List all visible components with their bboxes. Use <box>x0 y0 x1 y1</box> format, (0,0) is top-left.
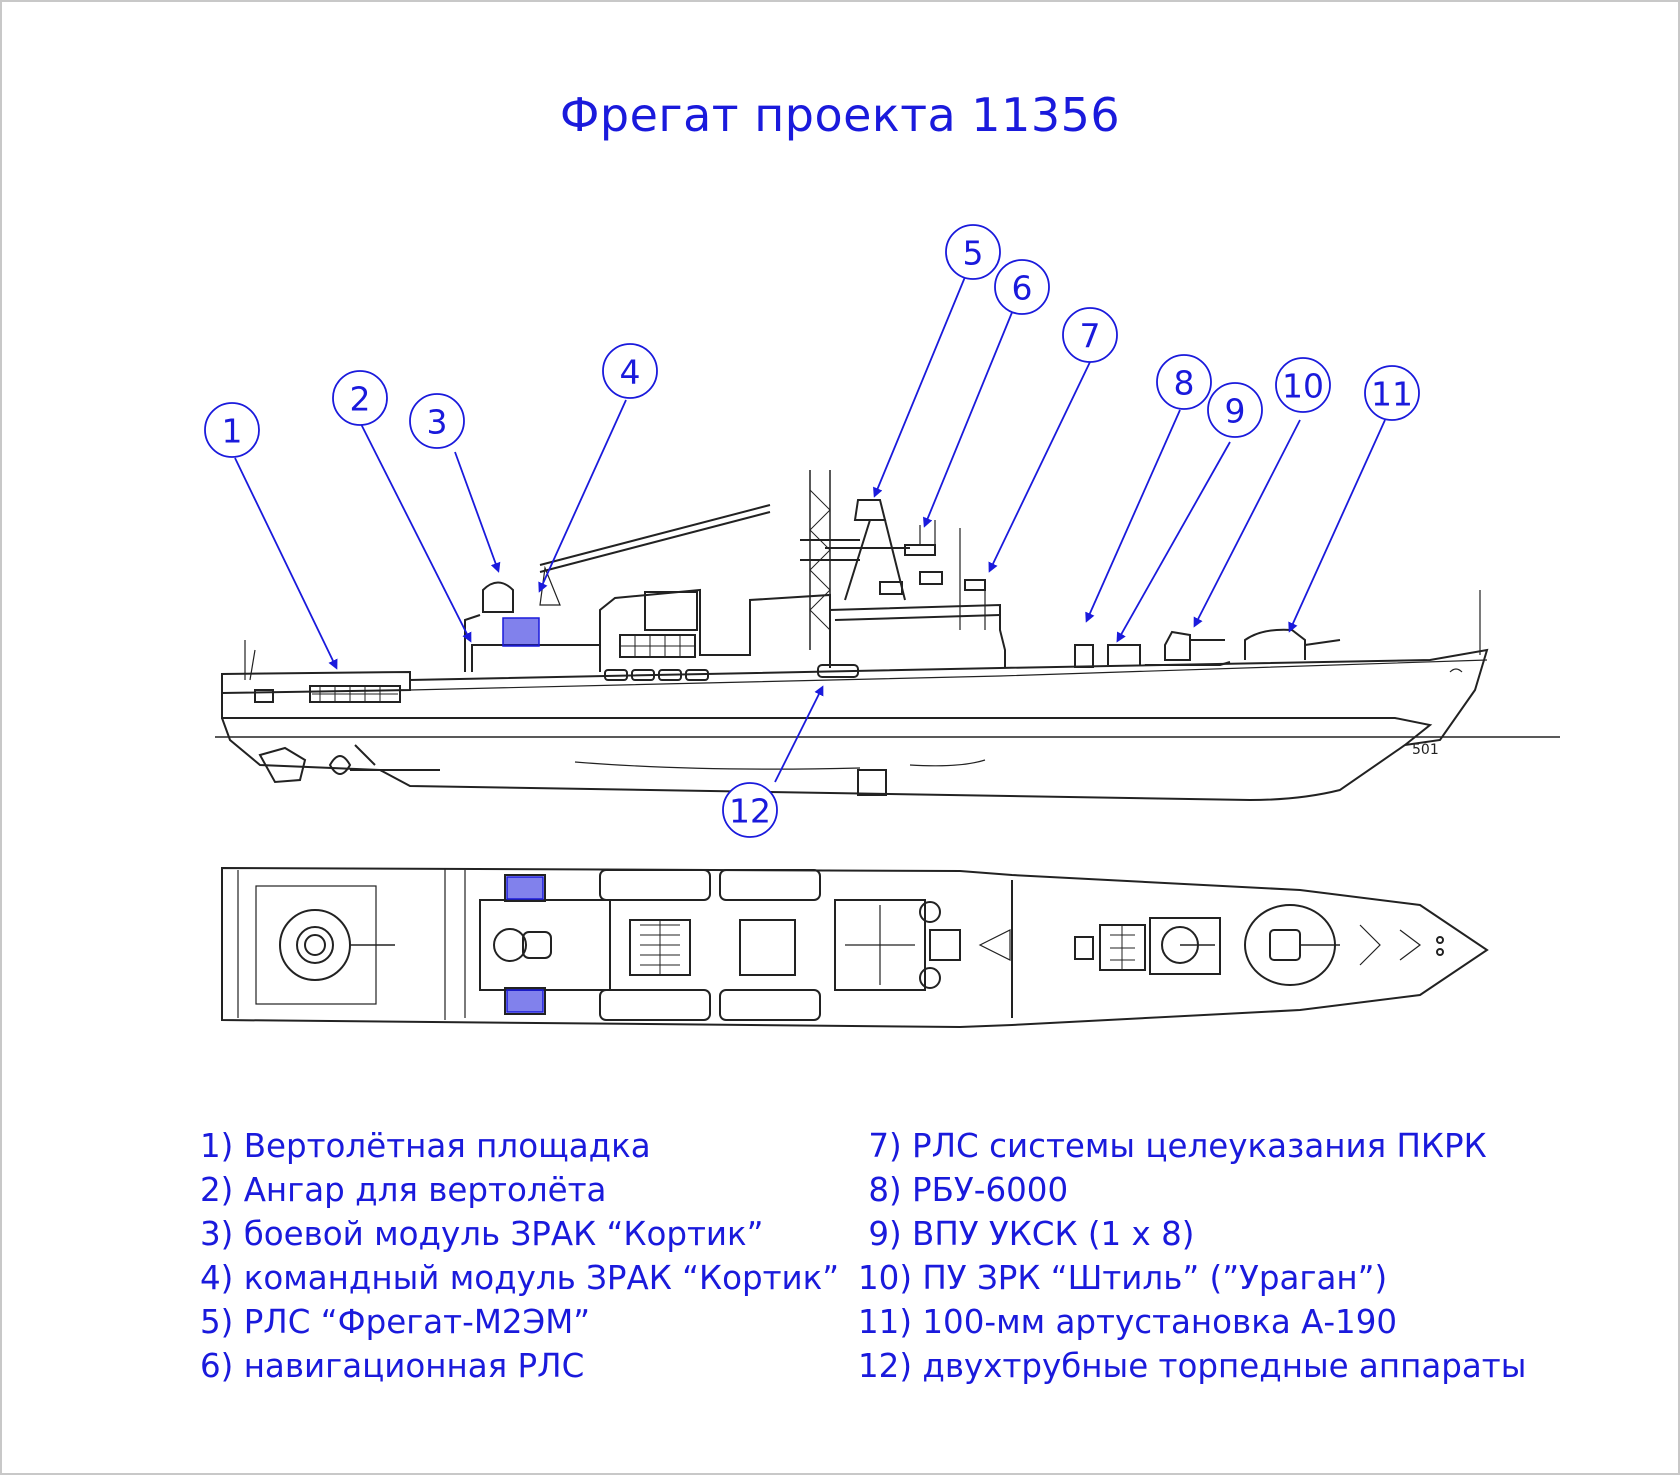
legend-item: 8) РБУ-6000 <box>858 1171 1069 1209</box>
legend-right: 7) РЛС системы целеуказания ПКРК 8) РБУ-… <box>858 1124 1526 1388</box>
legend-left: 1) Вертолётная площадка 2) Ангар для вер… <box>200 1124 839 1388</box>
legend-item: 6) навигационная РЛС <box>200 1347 585 1385</box>
ship-top-plan <box>221 866 1489 1029</box>
callout-6 <box>994 259 1050 315</box>
legend-item: 10) ПУ ЗРК “Штиль” (”Ураган”) <box>858 1259 1388 1297</box>
page-title: Фрегат проекта 11356 <box>559 88 1121 142</box>
legend-item: 5) РЛС “Фрегат-М2ЭМ” <box>200 1303 591 1341</box>
callout-number: 4 <box>620 353 641 392</box>
callout-11 <box>1364 365 1420 421</box>
callout-5 <box>945 224 1001 280</box>
callout-leaders <box>234 276 1386 783</box>
callout-circles <box>204 224 1420 838</box>
callout-9 <box>1207 382 1263 438</box>
callout-number: 8 <box>1174 364 1195 403</box>
callout-12 <box>722 782 778 838</box>
callout-4 <box>602 343 658 399</box>
legend-item: 9) ВПУ УКСК (1 x 8) <box>858 1215 1195 1253</box>
callout-number: 1 <box>222 412 243 451</box>
legend-item: 3) боевой модуль ЗРАК “Кортик” <box>200 1215 764 1253</box>
callout-7 <box>1062 307 1118 363</box>
callout-numbers: 1 2 3 4 5 6 7 8 9 10 11 12 <box>222 234 1414 831</box>
callout-1 <box>204 402 260 458</box>
callout-number: 12 <box>729 792 771 831</box>
legend-item: 4) командный модуль ЗРАК “Кортик” <box>200 1259 840 1297</box>
callout-number: 6 <box>1012 269 1033 308</box>
legend-item: 2) Ангар для вертолёта <box>200 1171 607 1209</box>
callout-number: 10 <box>1282 367 1324 406</box>
callout-number: 9 <box>1225 392 1246 431</box>
callout-3 <box>409 393 465 449</box>
hull-number: 501 <box>1412 742 1439 758</box>
callout-8 <box>1156 354 1212 410</box>
callout-number: 7 <box>1080 317 1101 356</box>
callout-number: 5 <box>963 234 984 273</box>
legend-item: 12) двухтрубные торпедные аппараты <box>858 1347 1527 1385</box>
callout-number: 11 <box>1371 375 1413 414</box>
callout-10 <box>1275 357 1331 413</box>
legend-item: 1) Вертолётная площадка <box>200 1127 651 1165</box>
callout-number: 3 <box>427 403 448 442</box>
kortik-plan-highlights <box>502 617 544 1013</box>
ship-side-profile <box>215 470 1560 802</box>
legend-item: 11) 100-мм артустановка А-190 <box>858 1303 1398 1341</box>
callout-2 <box>332 370 388 426</box>
callout-number: 2 <box>350 380 371 419</box>
legend-item: 7) РЛС системы целеуказания ПКРК <box>858 1127 1487 1165</box>
